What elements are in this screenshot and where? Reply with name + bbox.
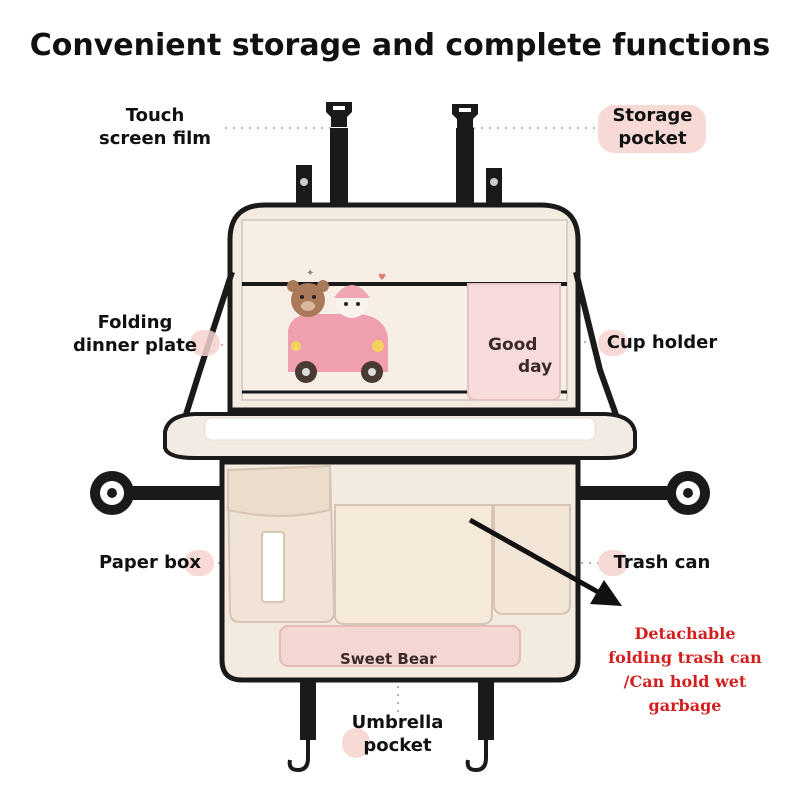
- label-folding-dinner-plate: Folding dinner plate: [72, 312, 198, 356]
- buckle-icon: [452, 104, 478, 129]
- hook-icon: [465, 740, 488, 773]
- dinner-plate-highlight: [190, 330, 220, 356]
- storage-pocket-highlight: [598, 105, 706, 153]
- umbrella-pocket: Sweet Bear: [279, 625, 521, 668]
- svg-text:✦: ✦: [306, 268, 314, 279]
- bear-car-print: ✦ ♥: [287, 268, 388, 383]
- suction-cup-icon: [90, 471, 134, 515]
- svg-text:day: day: [518, 357, 552, 377]
- suction-cup-icon: [666, 471, 710, 515]
- bottom-straps: [300, 680, 494, 740]
- dinner-plate-panel: [163, 202, 637, 460]
- label-umbrella-pocket: Umbrella pocket: [351, 712, 444, 756]
- trash-can-pocket: [493, 504, 571, 615]
- label-cup-holder: Cup holder: [606, 332, 718, 353]
- paper-box: [226, 464, 336, 623]
- label-touch-screen-film: Touch screen film: [98, 105, 212, 149]
- page-title: Convenient storage and complete function…: [29, 28, 771, 63]
- arrow-icon: [468, 517, 622, 606]
- svg-text:Sweet Bear: Sweet Bear: [340, 650, 437, 668]
- side-straps: [130, 486, 675, 500]
- paper-box-highlight: [184, 550, 214, 576]
- cup-holder-pocket: Good day: [467, 283, 561, 401]
- good-day-print: Good: [488, 335, 537, 355]
- label-trash-can: Trash can: [613, 552, 711, 573]
- umbrella-highlight: [342, 728, 370, 758]
- detachable-trash-can-note: Detachable folding trash can /Can hold w…: [608, 624, 762, 715]
- cup-holder-highlight: [598, 330, 628, 356]
- label-storage-pocket: Storage pocket: [612, 105, 693, 149]
- buckle-icon: [326, 102, 352, 127]
- label-paper-box: Paper box: [99, 552, 201, 573]
- hook-icon: [287, 740, 310, 773]
- trash-can-highlight: [598, 550, 628, 576]
- svg-text:♥: ♥: [378, 273, 386, 283]
- center-pocket: [334, 504, 493, 625]
